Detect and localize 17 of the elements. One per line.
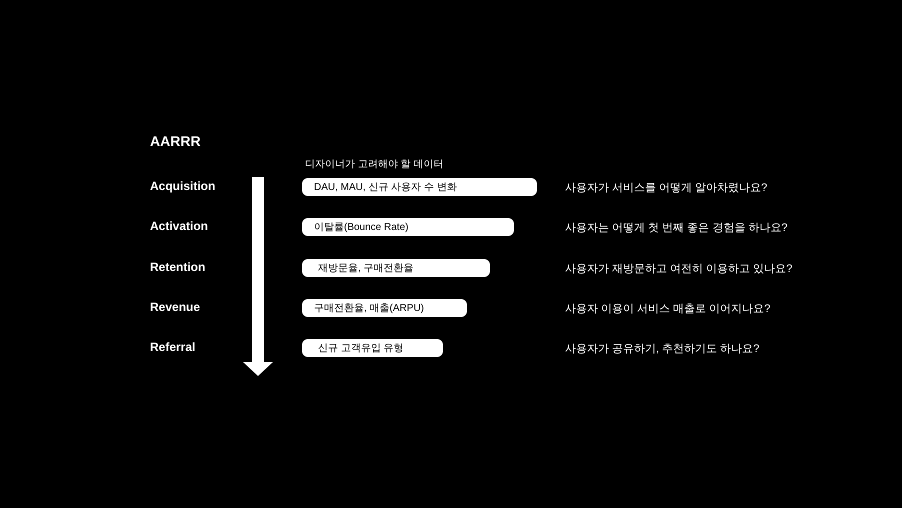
question-text: 사용자가 재방문하고 여전히 이용하고 있나요? <box>565 262 792 276</box>
stage-name: Activation <box>150 219 208 233</box>
question-text: 사용자 이용이 서비스 매출로 이어지나요? <box>565 302 770 316</box>
metric-pill: DAU, MAU, 신규 사용자 수 변화 <box>302 178 537 196</box>
stage-name: Acquisition <box>150 179 216 193</box>
stage-name: Retention <box>150 260 206 274</box>
question-text: 사용자가 공유하기, 추천하기도 하나요? <box>565 342 760 356</box>
metric-pill: 재방문율, 구매전환율 <box>302 259 490 277</box>
question-text: 사용자가 서비스를 어떻게 알아차렸나요? <box>565 181 768 195</box>
stage-name: Revenue <box>150 300 200 314</box>
question-text: 사용자는 어떻게 첫 번째 좋은 경험을 하나요? <box>565 221 788 235</box>
metric-pill: 이탈률(Bounce Rate) <box>302 218 514 236</box>
stage-name: Referral <box>150 340 196 354</box>
column-header: 디자이너가 고려해야 할 데이터 <box>305 158 444 171</box>
metric-pill: 구매전환율, 매출(ARPU) <box>302 299 467 317</box>
metric-pill: 신규 고객유입 유형 <box>302 339 443 357</box>
title: AARRR <box>150 133 201 149</box>
